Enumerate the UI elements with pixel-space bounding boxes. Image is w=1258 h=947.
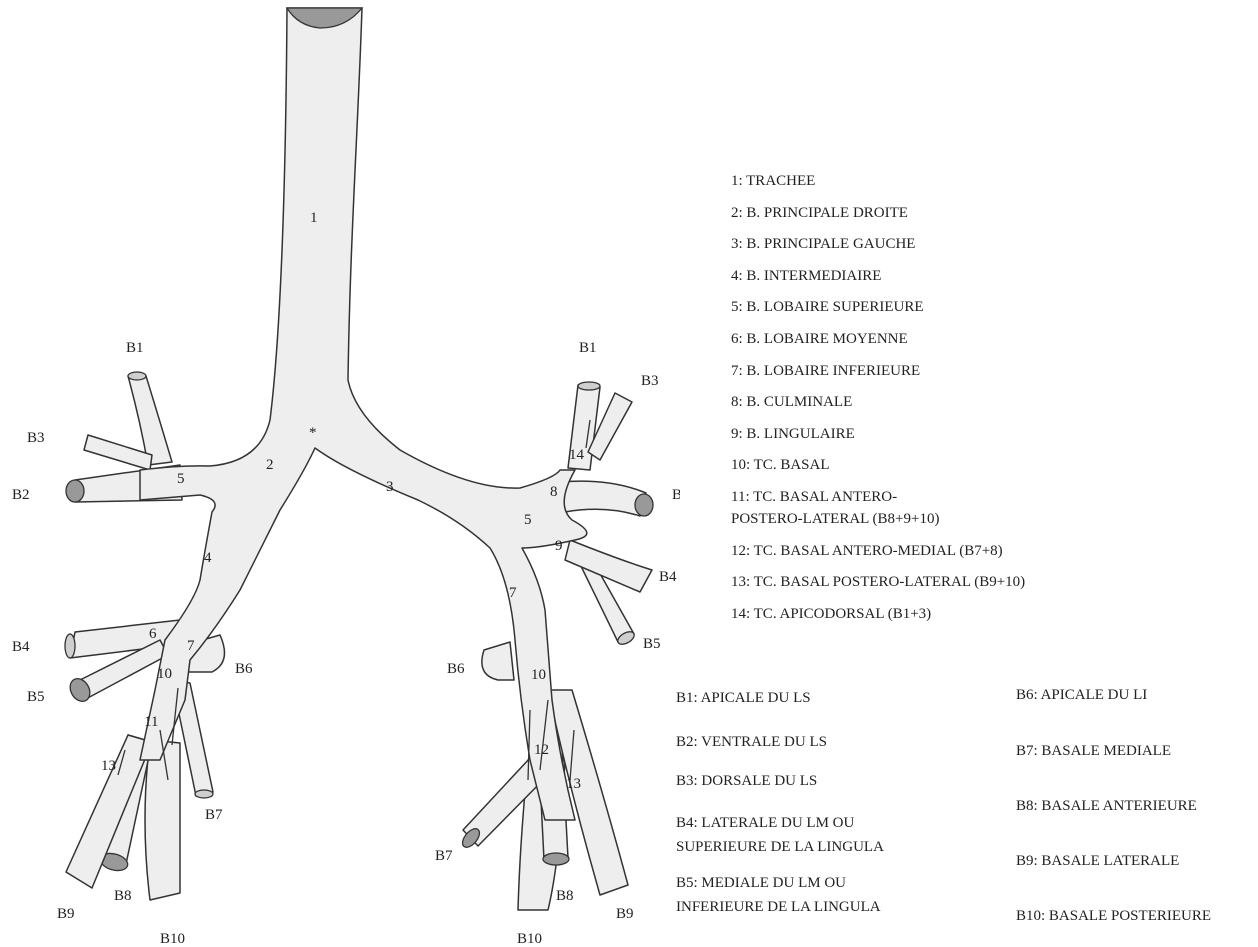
segment-label: 1 xyxy=(310,210,318,226)
bronchus-label: B4 xyxy=(12,639,30,655)
legend-item: 12: TC. BASAL ANTERO-MEDIAL (B7+8) xyxy=(731,542,1025,574)
legend-item: 8: B. CULMINALE xyxy=(731,393,1025,425)
bronchus-label: B10 xyxy=(160,931,185,947)
bronchus-label: B3 xyxy=(641,373,659,389)
bronchus-label: B8 xyxy=(114,888,132,904)
carina-marker: * xyxy=(309,425,317,441)
segment-label: 10 xyxy=(531,667,546,683)
legend-item: B10: BASALE POSTERIEURE xyxy=(1016,907,1211,925)
segment-label: 5 xyxy=(524,512,532,528)
legend-item: B6: APICALE DU LI xyxy=(1016,686,1211,704)
legend-item: 9: B. LINGULAIRE xyxy=(731,425,1025,457)
legend-item: 4: B. INTERMEDIAIRE xyxy=(731,267,1025,299)
segment-label: 14 xyxy=(569,447,585,463)
legend-item: 6: B. LOBAIRE MOYENNE xyxy=(731,330,1025,362)
bronchus-label: B6 xyxy=(447,661,465,677)
segment-label: 9 xyxy=(555,538,563,554)
bronchus-label: B8 xyxy=(556,888,574,904)
bronchus-label: B9 xyxy=(57,906,75,922)
bronchus-label: B7 xyxy=(205,807,223,823)
segment-label: 3 xyxy=(386,479,394,495)
legend-segments-left: B1: APICALE DU LS B2: VENTRALE DU LS B3:… xyxy=(676,686,884,931)
segment-label: 2 xyxy=(266,457,274,473)
legend-item: 14: TC. APICODORSAL (B1+3) xyxy=(731,605,1025,637)
legend-item: 13: TC. BASAL POSTERO-LATERAL (B9+10) xyxy=(731,573,1025,605)
segment-label: 8 xyxy=(550,484,558,500)
bronchus-label: B5 xyxy=(27,689,45,705)
legend-item: 7: B. LOBAIRE INFERIEURE xyxy=(731,362,1025,394)
segment-label: 13 xyxy=(101,758,116,774)
bronchus-label: B2 xyxy=(672,487,680,503)
bronchus-label: B4 xyxy=(659,569,677,585)
left-branches xyxy=(459,382,653,910)
segment-label: 7 xyxy=(509,585,517,601)
legend-item: 5: B. LOBAIRE SUPERIEURE xyxy=(731,298,1025,330)
segment-label: 5 xyxy=(177,471,185,487)
legend-item: B3: DORSALE DU LS xyxy=(676,769,884,793)
segment-label: 11 xyxy=(144,714,158,730)
legend-item: B2: VENTRALE DU LS xyxy=(676,730,884,754)
legend-item: 10: TC. BASAL xyxy=(731,456,1025,488)
bronchus-label: B6 xyxy=(235,661,253,677)
legend-number-key: 1: TRACHEE 2: B. PRINCIPALE DROITE 3: B.… xyxy=(731,172,1025,636)
segment-label: 13 xyxy=(566,776,581,792)
legend-item: B8: BASALE ANTERIEURE xyxy=(1016,797,1211,815)
bronchus-label: B5 xyxy=(643,636,661,652)
bronchus-label: B9 xyxy=(616,906,634,922)
legend-item: B5: MEDIALE DU LM OU INFERIEURE DE LA LI… xyxy=(676,871,884,919)
legend-item: B9: BASALE LATERALE xyxy=(1016,852,1211,870)
bronchial-tree-diagram: 1 2 3 4 5 6 7 10 11 13 14 8 5 9 7 10 12 … xyxy=(0,0,680,947)
legend-item: B7: BASALE MEDIALE xyxy=(1016,742,1211,760)
trachea-and-main-bronchi xyxy=(140,8,587,820)
bronchus-label: B1 xyxy=(126,340,144,356)
segment-label: 6 xyxy=(149,626,157,642)
bronchus-label: B10 xyxy=(517,931,542,947)
legend-item: 3: B. PRINCIPALE GAUCHE xyxy=(731,235,1025,267)
legend-item: 2: B. PRINCIPALE DROITE xyxy=(731,204,1025,236)
bronchus-label: B1 xyxy=(579,340,597,356)
segment-label: 10 xyxy=(157,666,172,682)
legend-item: B4: LATERALE DU LM OU SUPERIEURE DE LA L… xyxy=(676,811,884,859)
bronchus-label: B7 xyxy=(435,848,453,864)
legend-item: 1: TRACHEE xyxy=(731,172,1025,204)
legend-item: 11: TC. BASAL ANTERO- xyxy=(731,488,1025,510)
legend-item: POSTERO-LATERAL (B8+9+10) xyxy=(731,510,1025,542)
segment-label: 7 xyxy=(187,638,195,654)
legend-item: B1: APICALE DU LS xyxy=(676,686,884,710)
segment-label: 4 xyxy=(204,550,212,566)
bronchus-label: B3 xyxy=(27,430,45,446)
bronchus-label: B2 xyxy=(12,487,30,503)
segment-label: 12 xyxy=(534,742,549,758)
legend-segments-right: B6: APICALE DU LI B7: BASALE MEDIALE B8:… xyxy=(1016,686,1211,925)
